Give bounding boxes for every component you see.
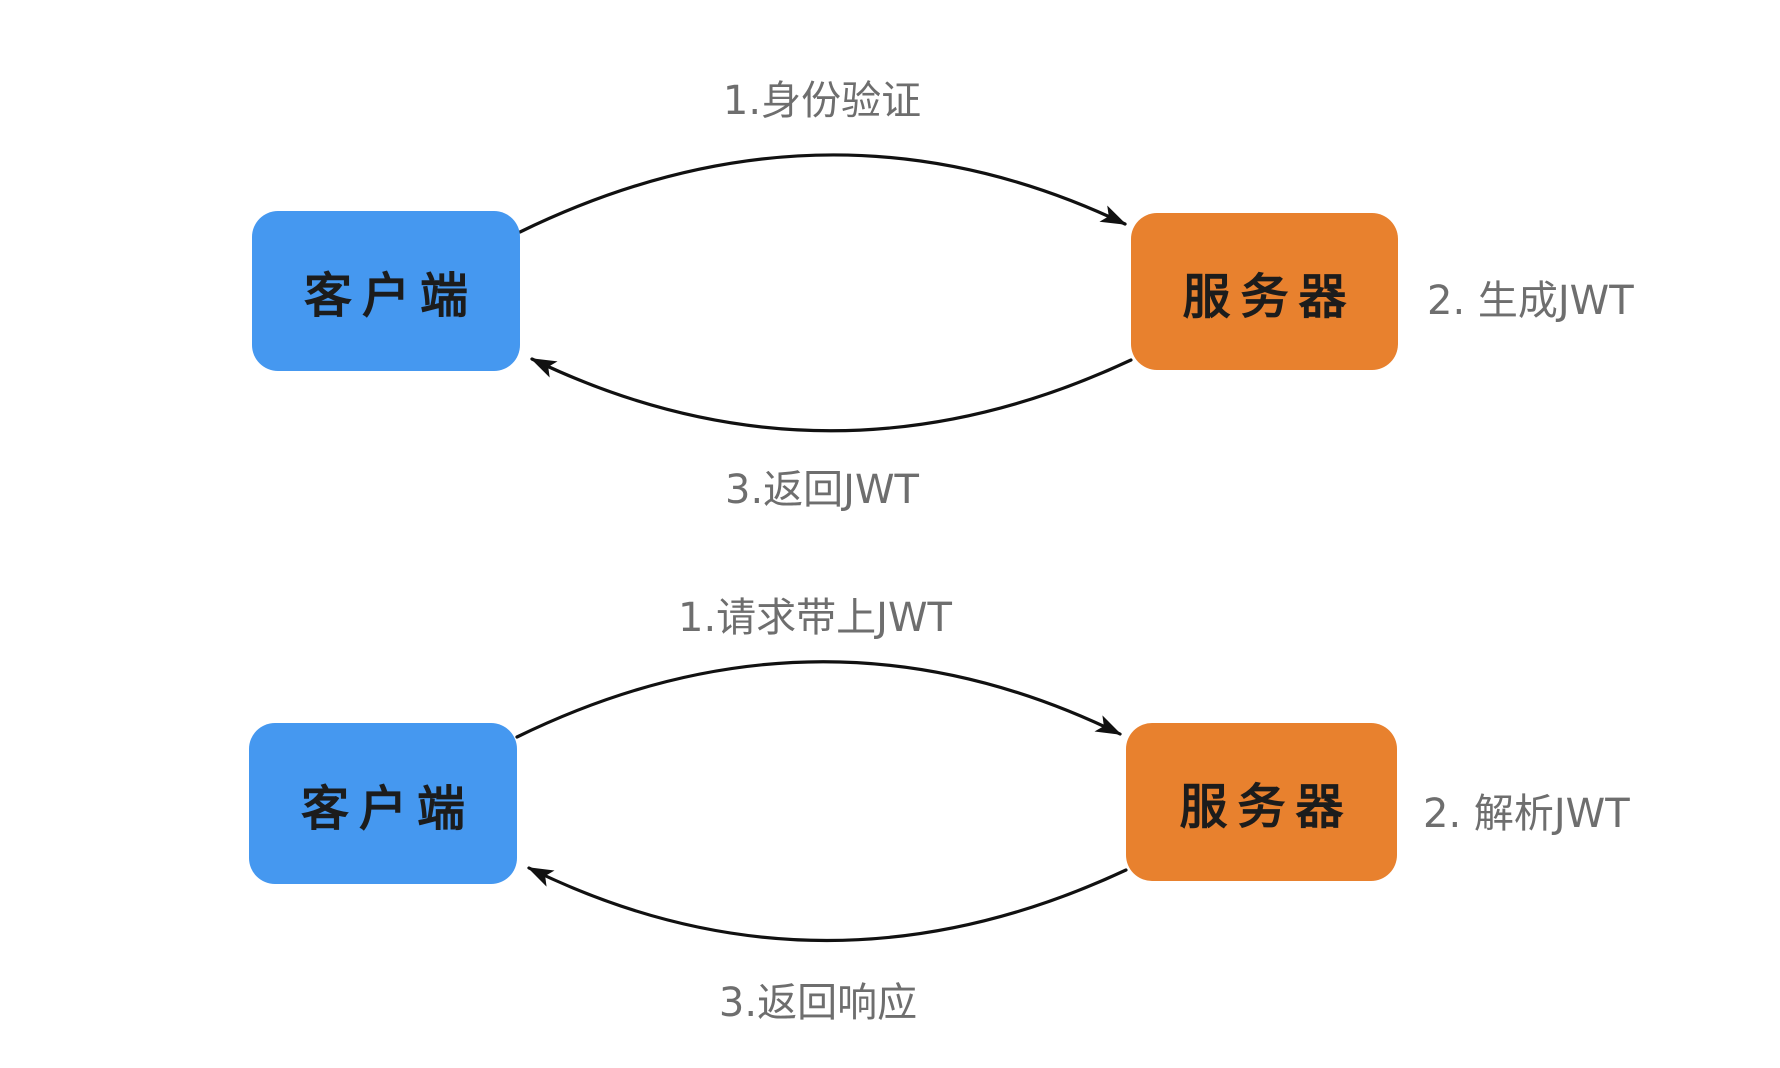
section1-client-box-label: 客户端 xyxy=(303,268,478,324)
section1-server-box: 服务器 xyxy=(1131,213,1398,370)
section1-client-box: 客户端 xyxy=(252,211,520,371)
section2-client-box: 客户端 xyxy=(249,723,517,884)
section2-client-box-label: 客户端 xyxy=(300,780,475,837)
section1-return-arrow xyxy=(530,357,1133,433)
section2-return-arrow-label: 3.返回响应 xyxy=(718,980,918,1026)
section2-forward-arrow-label: 1.请求带上JWT xyxy=(678,595,952,641)
section2-server-side-note: 2. 解析JWT xyxy=(1423,791,1630,837)
section1-server-box-label: 服务器 xyxy=(1182,268,1357,325)
section2-return-arrow xyxy=(527,866,1128,943)
section1-forward-arrow xyxy=(518,153,1127,234)
section2-forward-arrow xyxy=(515,660,1122,739)
section1-forward-arrow-label: 1.身份验证 xyxy=(722,78,922,124)
section2-server-box: 服务器 xyxy=(1126,723,1397,881)
section1-return-arrow-label: 3.返回JWT xyxy=(725,467,919,513)
section2-server-box-label: 服务器 xyxy=(1179,779,1354,835)
section1-server-side-note: 2. 生成JWT xyxy=(1427,278,1634,324)
